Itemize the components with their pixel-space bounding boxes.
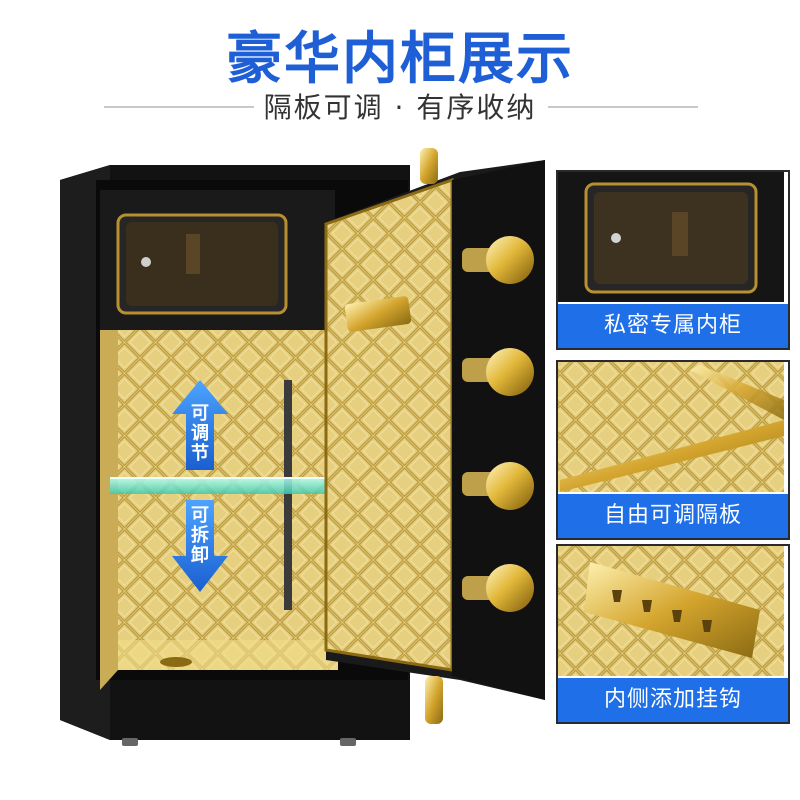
- feature-panel-private-cabinet: 私密专属内柜: [556, 170, 790, 350]
- adjustable-char-3: 节: [191, 443, 209, 464]
- subtitle-block: 隔板可调 · 有序收纳: [0, 86, 800, 126]
- removable-char-1: 可: [191, 505, 209, 526]
- feature-panel-adjustable-shelf: 自由可调隔板: [556, 360, 790, 540]
- adjustable-label: 可 调 节: [188, 404, 212, 464]
- panel-3-image: [558, 546, 784, 676]
- subtitle: 隔板可调 · 有序收纳: [263, 91, 537, 124]
- removable-char-2: 拆: [191, 525, 209, 546]
- remove-down-arrow: [172, 500, 228, 592]
- feature-caption: 私密专属内柜: [558, 304, 788, 348]
- panel-1-image: [558, 172, 784, 302]
- subtitle-divider-left: [104, 106, 254, 108]
- safe-door: [324, 148, 545, 724]
- removable-label: 可 拆 卸: [188, 506, 212, 566]
- feature-caption: 自由可调隔板: [558, 494, 788, 538]
- page-title: 豪华内柜展示: [226, 27, 574, 92]
- adjust-up-arrow: [172, 380, 228, 470]
- feature-caption: 内侧添加挂钩: [558, 678, 788, 722]
- adjustable-char-1: 可: [191, 403, 209, 424]
- locking-bolts: [462, 236, 534, 612]
- subtitle-divider-right: [548, 106, 698, 108]
- feature-panel-inner-hooks: 内侧添加挂钩: [556, 544, 790, 724]
- panel-2-image: [558, 362, 784, 492]
- removable-char-3: 卸: [191, 545, 209, 566]
- adjustable-char-2: 调: [191, 423, 209, 444]
